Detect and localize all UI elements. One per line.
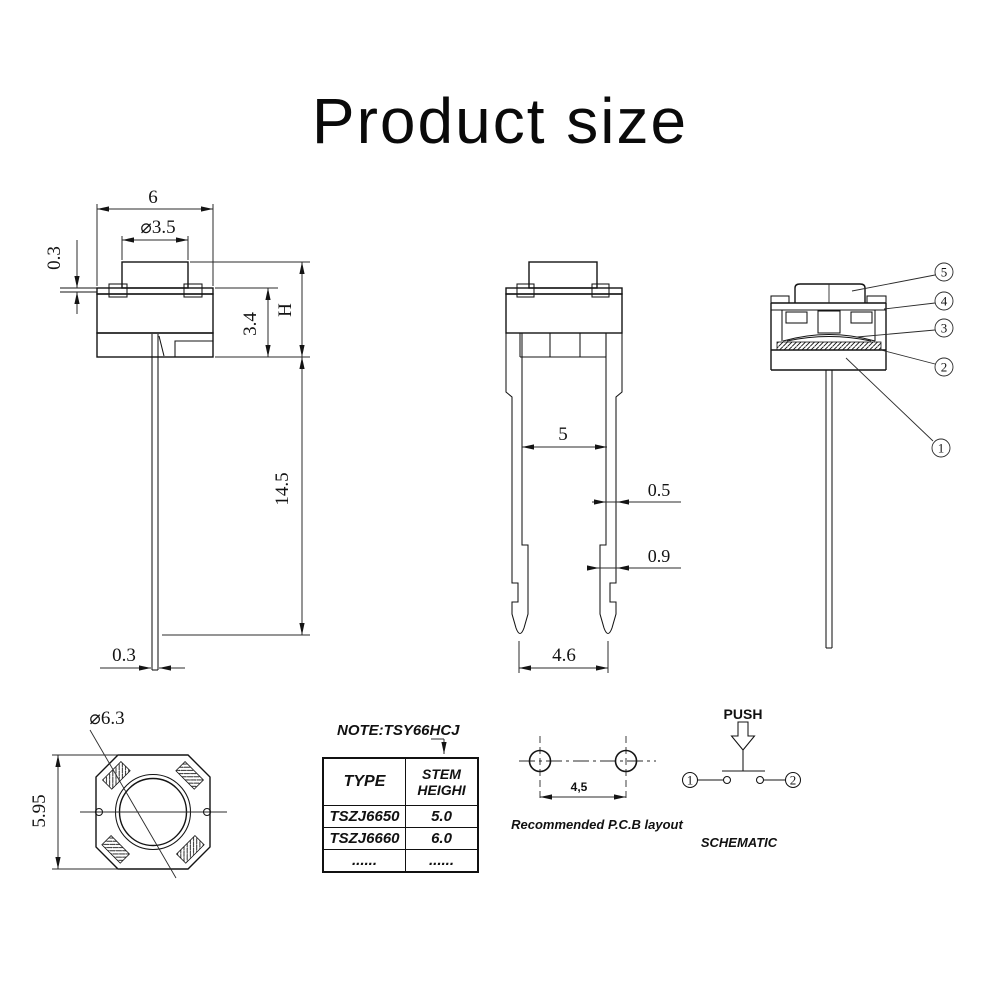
dim-body-height: 3.4 (240, 312, 261, 336)
section-stem (794, 283, 866, 303)
table-row: TSZJ6650 5.0 (322, 805, 479, 828)
note-label: NOTE:TSY66HCJ (337, 722, 460, 739)
side-pin-left (505, 333, 529, 635)
top-corner-pads (101, 760, 205, 864)
dim-tip-pitch: 4.6 (552, 645, 576, 666)
side-body (505, 293, 623, 334)
dim-stem-dia: ⌀3.5 (140, 217, 175, 238)
svg-text:1: 1 (938, 441, 945, 456)
svg-text:3: 3 (941, 321, 948, 336)
schematic-contact-left (722, 775, 732, 785)
dim-lead-length: 14.5 (272, 472, 293, 505)
front-stem (121, 261, 189, 289)
dim-hole-pitch: 4,5 (571, 780, 588, 794)
schematic-drawing: PUSH 1 2 SCHEMATIC (681, 706, 802, 850)
schematic-caption: SCHEMATIC (701, 835, 778, 850)
dim-pin-width: 0.9 (648, 546, 671, 566)
front-body (96, 293, 214, 334)
push-arrow-icon (730, 721, 756, 751)
section-contact-left (785, 311, 808, 324)
front-cover-plate (96, 287, 214, 295)
svg-text:2: 2 (790, 773, 797, 788)
dim-leg-thickness: 0.5 (648, 480, 671, 500)
spec-table-header-row: TYPE STEM HEIGHI (322, 757, 479, 806)
dim-corner-dia: ⌀6.3 (89, 708, 124, 729)
svg-text:5: 5 (941, 265, 948, 280)
callout-2: 2 (880, 349, 954, 377)
pcb-hole-left (528, 749, 552, 773)
note-arrow (431, 738, 447, 754)
dim-top-height: 5.95 (29, 794, 50, 827)
top-body-outline (95, 754, 211, 870)
callout-3: 3 (856, 318, 954, 338)
svg-text:4: 4 (941, 294, 948, 309)
dim-lead-thickness: 0.3 (44, 246, 65, 270)
front-base-step (174, 340, 213, 357)
front-clip-left (108, 283, 128, 298)
pcb-caption: Recommended P.C.B layout (511, 817, 683, 832)
front-clip-right (183, 283, 203, 298)
top-view-drawing: ⌀6.3 5.95 (29, 708, 227, 879)
section-dome (782, 333, 876, 342)
callout-4: 4 (883, 291, 954, 311)
callout-5: 5 (851, 262, 954, 292)
section-contact-right (850, 311, 873, 324)
push-label: PUSH (724, 706, 763, 722)
side-stem (528, 261, 598, 289)
pcb-layout-drawing: 4,5 Recommended P.C.B layout (511, 736, 684, 832)
pcb-hole-right (614, 749, 638, 773)
side-pin-right (599, 333, 623, 635)
svg-text:2: 2 (941, 360, 948, 375)
schematic-terminal-2: 2 (784, 771, 802, 789)
side-view-drawing: 5 0.5 0.9 4.6 (505, 261, 681, 673)
front-view-drawing: 6 ⌀3.5 0.3 3.4 H 14.5 (44, 187, 310, 671)
schematic-terminal-1: 1 (681, 771, 699, 789)
page-title: Product size (311, 85, 689, 157)
dim-pin-pitch: 5 (558, 424, 568, 445)
section-base-insert (776, 341, 882, 351)
svg-text:1: 1 (687, 773, 694, 788)
front-base (96, 332, 214, 358)
schematic-contact-right (755, 775, 765, 785)
cross-section-drawing: 5 4 3 2 1 (770, 262, 954, 649)
col-header-stem-height: STEM HEIGHI (405, 757, 479, 806)
dim-body-width: 6 (148, 187, 158, 208)
dim-lead-width: 0.3 (112, 645, 136, 666)
table-row: ...... ...... (322, 849, 479, 873)
dim-stem-height: H (275, 303, 296, 317)
callout-1: 1 (845, 357, 951, 458)
table-row: TSZJ6660 6.0 (322, 827, 479, 850)
side-clip-left (516, 283, 535, 298)
spec-table: TYPE STEM HEIGHI TSZJ6650 5.0 TSZJ6660 6… (322, 757, 479, 873)
side-clip-right (591, 283, 610, 298)
side-cover-plate (505, 287, 623, 295)
col-header-type: TYPE (322, 757, 406, 806)
section-plunger (817, 310, 841, 334)
